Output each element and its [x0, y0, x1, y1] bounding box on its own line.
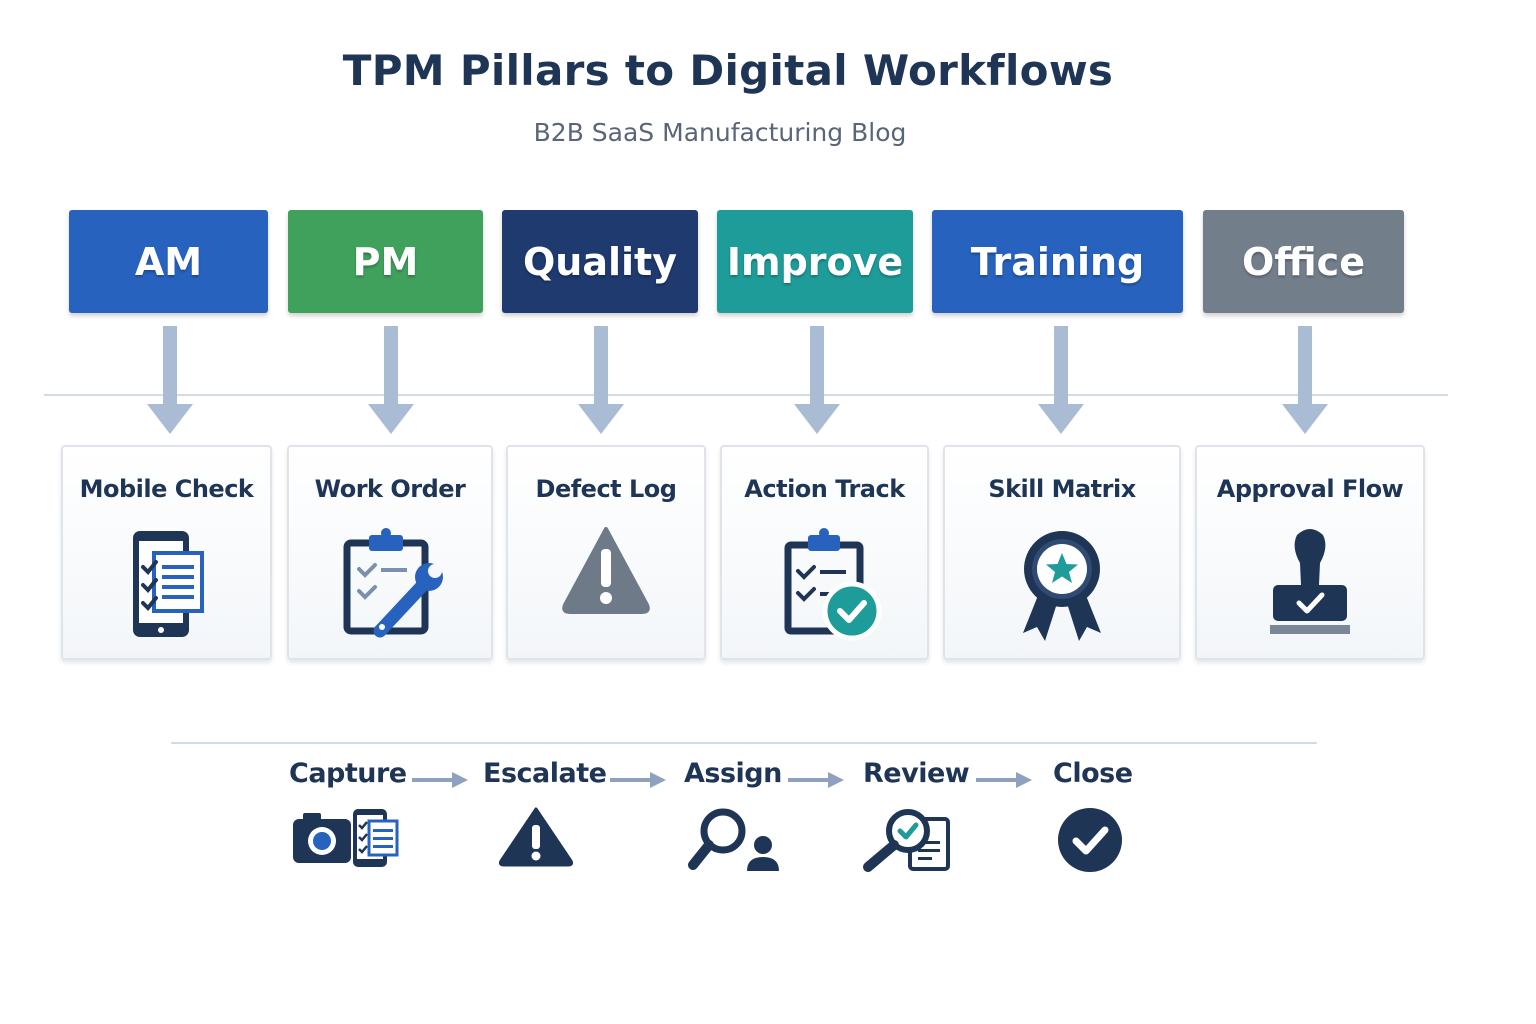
down-arrow-icon — [1282, 326, 1328, 434]
workflow-label: Skill Matrix — [988, 475, 1136, 503]
down-arrow-icon — [368, 326, 414, 434]
workflow-label: Approval Flow — [1216, 475, 1404, 503]
page-subtitle: B2B SaaS Manufacturing Blog — [533, 118, 907, 147]
workflow-label: Work Order — [314, 475, 466, 503]
pillar-label: Quality — [523, 239, 677, 284]
mobile-checklist-icon — [132, 531, 204, 637]
workflow-label: Defect Log — [535, 475, 677, 503]
right-arrow-icon — [412, 772, 468, 788]
clipboard-wrench-icon — [343, 528, 443, 638]
divider-line — [44, 394, 1448, 396]
approval-stamp-icon — [1270, 529, 1350, 634]
pillar-pm: PM — [288, 210, 483, 313]
pillar-training: Training — [932, 210, 1183, 313]
award-ribbon-icon — [1023, 531, 1101, 641]
divider-line — [171, 742, 1317, 744]
camera-checklist-icon — [293, 809, 399, 867]
pillar-label: Improve — [726, 239, 904, 284]
down-arrow-icon — [794, 326, 840, 434]
pillar-improve: Improve — [717, 210, 913, 313]
right-arrow-icon — [610, 772, 666, 788]
workflow-label: Mobile Check — [79, 475, 254, 503]
pillar-am: AM — [69, 210, 268, 313]
step-escalate: Escalate — [483, 758, 607, 789]
clipboard-checkmark-icon — [784, 528, 881, 641]
warning-icon — [498, 807, 574, 867]
down-arrow-icon — [1038, 326, 1084, 434]
workflow-card-approval-flow: Approval Flow — [1195, 445, 1425, 660]
step-assign: Assign — [684, 758, 782, 789]
workflow-card-action-track: Action Track — [720, 445, 929, 660]
workflow-card-mobile-check: Mobile Check — [61, 445, 272, 660]
pillar-label: PM — [352, 239, 419, 284]
right-arrow-icon — [976, 772, 1032, 788]
page-title: TPM Pillars to Digital Workflows — [342, 46, 1114, 95]
pillar-label: Training — [970, 239, 1145, 284]
step-review: Review — [863, 758, 970, 789]
workflow-card-skill-matrix: Skill Matrix — [943, 445, 1181, 660]
search-document-icon — [863, 809, 950, 872]
check-circle-icon — [1058, 808, 1122, 872]
pillar-quality: Quality — [502, 210, 698, 313]
workflow-card-defect-log: Defect Log — [506, 445, 706, 660]
down-arrow-icon — [147, 326, 193, 434]
pillar-office: Office — [1203, 210, 1404, 313]
down-arrow-icon — [578, 326, 624, 434]
workflow-card-work-order: Work Order — [287, 445, 493, 660]
right-arrow-icon — [788, 772, 844, 788]
step-capture: Capture — [289, 758, 407, 789]
pillar-label: Office — [1242, 239, 1365, 284]
search-user-icon — [688, 808, 779, 871]
step-close: Close — [1053, 758, 1133, 789]
workflow-label: Action Track — [744, 475, 905, 503]
warning-triangle-icon — [562, 527, 650, 614]
pillar-label: AM — [134, 239, 203, 284]
